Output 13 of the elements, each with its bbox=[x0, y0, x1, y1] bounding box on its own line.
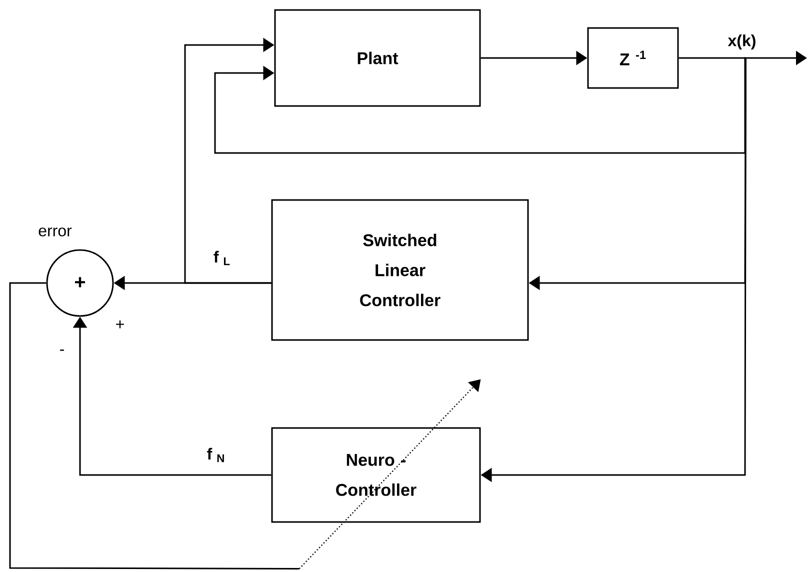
process-box: Plant bbox=[274, 9, 481, 107]
edge-label: f $_{L}$ bbox=[214, 250, 230, 266]
arrow bbox=[9, 282, 481, 570]
controller-box: Neuro - Controller bbox=[271, 427, 481, 523]
sign-label: - bbox=[60, 350, 64, 351]
edge-label: f $_{N}$ bbox=[207, 448, 224, 462]
arrow bbox=[214, 57, 746, 154]
sign-label: + bbox=[116, 320, 124, 328]
signal-label: error bbox=[38, 228, 72, 236]
summing-junction: + bbox=[46, 249, 114, 317]
delay-box: Z $^{-1}$ bbox=[587, 27, 679, 89]
edge-label: x(k) bbox=[728, 34, 756, 50]
controller-box: Switched Linear Controller bbox=[271, 199, 529, 341]
